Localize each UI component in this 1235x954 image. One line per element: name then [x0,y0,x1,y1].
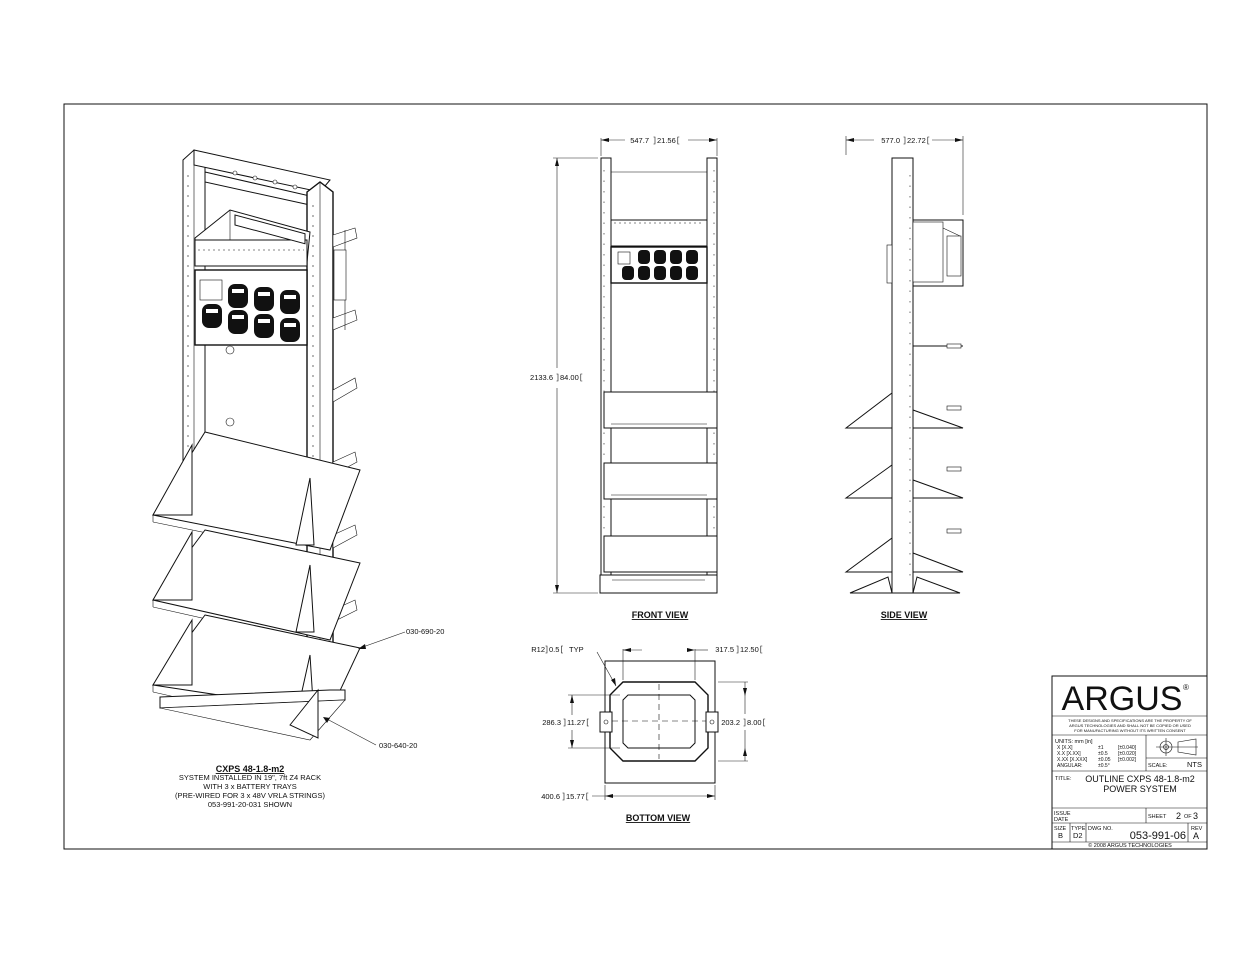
bottom-view [599,660,719,784]
copyright: © 2008 ARGUS TECHNOLOGIES [1088,842,1172,849]
drawing-border [63,103,1208,850]
dim-bottom-span-in: 12.50 [740,645,759,654]
inch-bracket [586,718,589,727]
iso-battery-tray-1 [152,431,361,553]
dim-front-height-mm: 2133.6 [530,373,553,382]
tol-fmt: ANGULAR: [1057,763,1083,769]
iso-battery-tray-2 [152,529,361,641]
inch-bracket [556,373,559,382]
iso-rectifier-shelf [194,269,308,346]
iso-base [159,688,346,741]
tol-mm: ±0.5° [1098,763,1110,769]
inch-bracket [743,718,746,727]
tol-fmt: X [X.X] [1057,745,1073,751]
iso-caption-line2: WITH 3 x BATTERY TRAYS [203,782,297,791]
side-view [844,157,964,594]
rev-label: REV [1191,826,1203,832]
tol-in: [±0.002] [1118,757,1137,763]
tol-mm: ±0.05 [1098,757,1111,763]
side-view-label: SIDE VIEW [881,610,928,620]
iso-caption-line1: SYSTEM INSTALLED IN 19", 7ft Z4 RACK [179,773,321,782]
iso-top-module [194,209,311,267]
tol-in: [±0.020] [1118,751,1137,757]
inch-bracket [677,136,680,145]
dim-side-depth-mm: 577.0 [881,136,900,145]
tol-fmt: X.X [X.XX] [1057,751,1081,757]
inch-bracket [736,645,739,654]
dwg-number: 053-991-06 [1130,830,1186,842]
callout-030-640-20: 030-640-20 [379,741,417,750]
scale-value: NTS [1187,760,1202,769]
title-label: TITLE: [1055,776,1072,782]
iso-caption-line3: (PRE-WIRED FOR 3 x 48V VRLA STRINGS) [175,791,326,800]
dim-bottom-span-mm: 317.5 [715,645,734,654]
dwg-label: DWG NO. [1088,826,1113,832]
dim-front-width-in: 21.56 [657,136,676,145]
front-view-label: FRONT VIEW [632,610,689,620]
tol-mm: ±0.5 [1098,751,1108,757]
dim-bottom [568,648,748,800]
inch-bracket [545,645,548,654]
dim-side-depth-in: 22.72 [907,136,926,145]
front-view [599,157,718,594]
tol-mm: ±1 [1098,745,1104,751]
callout-030-690-20: 030-690-20 [406,627,444,636]
dim-bottom-width-mm: 400.6 [541,792,560,801]
sheet-total: 3 [1193,811,1198,821]
dim-front-height-in: 84.00 [560,373,579,382]
dim-front-width-mm: 547.7 [630,136,649,145]
inch-bracket [563,718,566,727]
iso-caption-title: CXPS 48-1.8-m2 [216,764,285,774]
dim-front-width [600,138,718,156]
rev-value: A [1193,831,1199,841]
dim-radius-note: TYP [569,645,584,654]
inch-bracket [653,136,656,145]
title-line1: OUTLINE CXPS 48-1.8-m2 [1085,774,1195,784]
iso-caption-line4: 053-991-20-031 SHOWN [208,800,292,809]
inch-bracket [580,373,583,382]
upright-holes [187,175,314,700]
isometric-rack-view [152,149,406,746]
argus-logo: ARGUS [1062,680,1183,718]
size-value: B [1058,831,1063,840]
title-block [1051,675,1208,850]
inch-bracket [760,645,763,654]
inch-bracket [586,792,589,801]
dim-bottom-width-in: 15.77 [566,792,585,801]
inch-bracket [927,136,930,145]
bottom-view-label: BOTTOM VIEW [626,813,691,823]
projection-symbol [1156,738,1198,756]
dim-bottom-inner-in: 8.00 [747,718,762,727]
units-label: UNITS: mm [in] [1055,739,1093,745]
type-value: D2 [1073,831,1083,840]
sheet-label: SHEET [1148,814,1167,820]
dim-radius-mm: R12 [531,645,545,654]
dim-front-height [553,157,598,594]
notice-line2: ARGUS TECHNOLOGIES AND SHALL NOT BE COPI… [1069,723,1191,728]
title-line2: POWER SYSTEM [1103,784,1177,794]
notice-line3: FOR MANUFACTURING WITHOUT ITS WRITTEN CO… [1074,728,1186,733]
argus-logo-mark: ® [1183,683,1189,692]
inch-bracket [763,718,766,727]
notice-line1: THESE DESIGNS AND SPECIFICATIONS ARE THE… [1068,718,1192,723]
tolerance-table: X [X.X] ±1 [±0.040] X.X [X.XX] ±0.5 [±0.… [1057,745,1137,769]
size-label: SIZE [1054,826,1067,832]
tol-in: [±0.040] [1118,745,1137,751]
date-label: DATE [1054,817,1069,823]
tol-fmt: X.XX [X.XXX] [1057,757,1088,763]
sheet-number: 2 [1176,811,1181,821]
sheet-of: OF [1184,814,1192,820]
inch-bracket [561,645,563,654]
dim-bottom-depth-in: 11.27 [567,718,585,727]
inch-bracket [903,136,906,145]
dim-radius-in: 0.5 [549,645,559,654]
inch-bracket [562,792,565,801]
scale-label: SCALE: [1148,763,1168,769]
dim-bottom-inner-mm: 203.2 [721,718,740,727]
issue-label: ISSUE [1054,811,1071,817]
type-label: TYPE [1071,826,1086,832]
dim-bottom-depth-mm: 286.3 [542,718,561,727]
dim-side-depth [845,136,964,215]
